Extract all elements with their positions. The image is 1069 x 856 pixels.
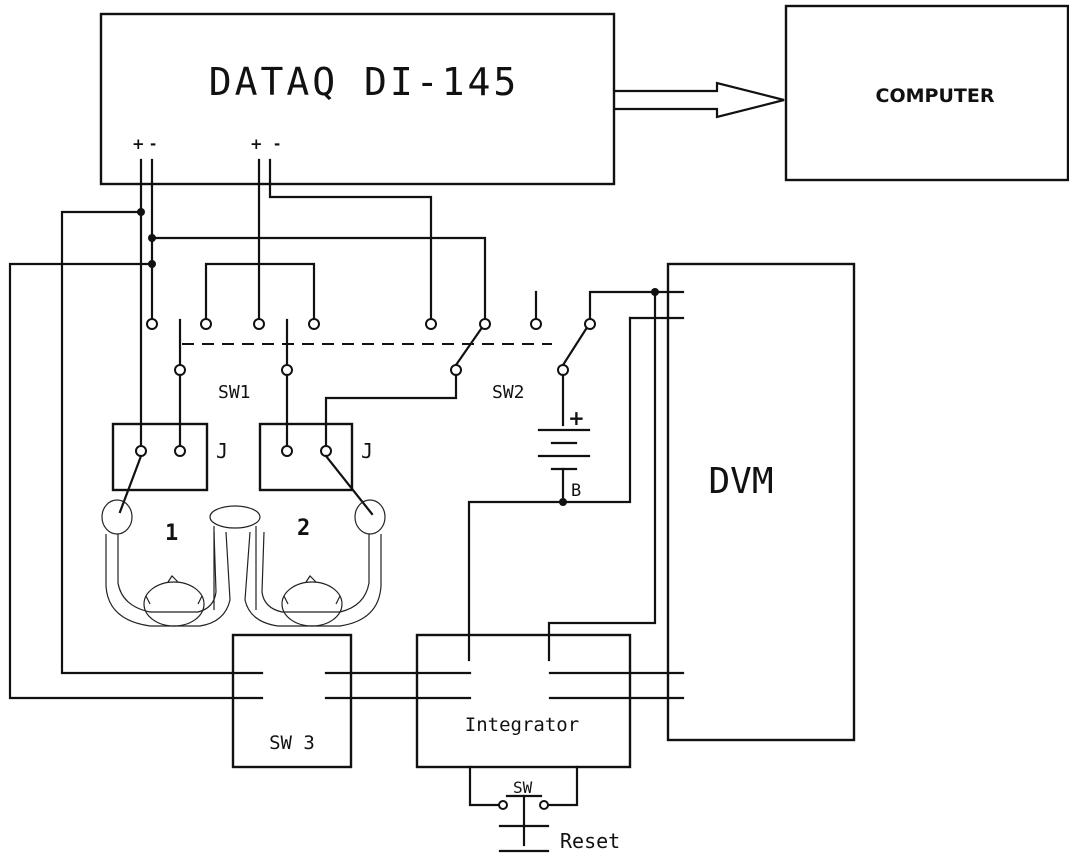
battery-b-label: B [571, 481, 581, 501]
reset-switch: SW Reset [468, 765, 620, 853]
sw1-label: SW1 [218, 382, 251, 403]
person-1-label: 1 [165, 521, 178, 546]
ch1-plus: + [132, 135, 145, 153]
battery: + B [537, 406, 591, 504]
ch2-minus: - [274, 135, 280, 153]
dataq-di145-box: DATAQ DI-145 + - + - [99, 12, 616, 186]
dvm-label: DVM [708, 461, 773, 502]
dataq-label: DATAQ DI-145 [209, 60, 520, 104]
sw3-label: SW 3 [269, 732, 315, 754]
junction-dots [137, 208, 659, 506]
j-box-right: J [258, 422, 373, 492]
ch2-plus: + [250, 135, 263, 153]
j-box-left: J [111, 422, 228, 492]
ch1-minus: - [150, 135, 156, 153]
integrator-box: Integrator [415, 633, 632, 769]
computer-label: COMPUTER [876, 85, 995, 107]
battery-plus-label: + [568, 406, 585, 430]
j-left-label: J [216, 439, 228, 463]
computer-box: COMPUTER [784, 4, 1069, 182]
j-right-label: J [361, 439, 373, 463]
dvm-box: DVM [666, 262, 856, 742]
gang-switch: SW1 SW2 [146, 318, 596, 447]
data-arrow [613, 81, 785, 119]
sw3-box: SW 3 [231, 633, 353, 769]
sw2-label: SW2 [492, 382, 525, 403]
reset-label: Reset [560, 829, 620, 853]
reset-sw-label: SW [513, 778, 533, 797]
integrator-label: Integrator [465, 714, 579, 736]
person-2-figure: 2 [244, 499, 386, 627]
person-2-label: 2 [297, 516, 310, 541]
table [209, 505, 261, 610]
